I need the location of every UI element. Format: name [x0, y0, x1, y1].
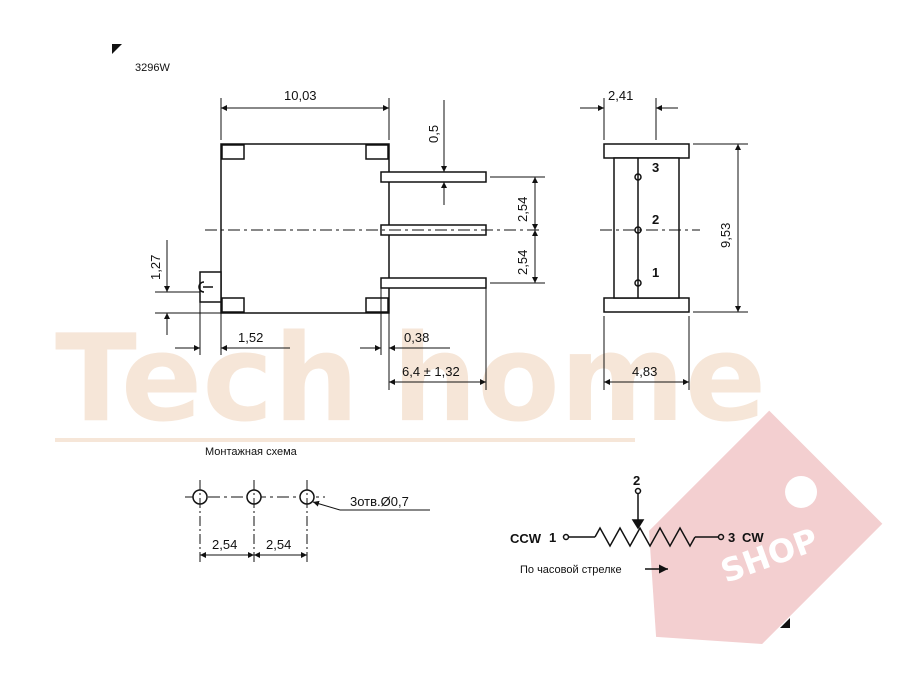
mount-title: Монтажная схема [205, 446, 298, 458]
dim-slot-height: 1,27 [148, 255, 163, 280]
dim-pitch-top: 2,54 [515, 197, 530, 222]
side-pin-1: 1 [652, 265, 659, 280]
corner-mark-icon [112, 44, 122, 54]
schematic-pin-1: 1 [549, 530, 556, 545]
label-ccw: CCW [510, 531, 542, 546]
shop-tag-icon [649, 410, 883, 644]
potentiometer-schematic [562, 487, 725, 574]
dim-pin-length: 6,4 ± 1,32 [402, 364, 460, 379]
schematic-pin-3: 3 [728, 530, 735, 545]
front-view [198, 143, 540, 314]
dim-height: 9,53 [718, 223, 733, 248]
dim-gap: 0,38 [404, 330, 429, 345]
side-pin-3: 3 [652, 160, 659, 175]
dim-width: 10,03 [284, 88, 317, 103]
mount-diagram [185, 480, 430, 565]
dim-pin-width: 0,5 [426, 125, 441, 143]
side-pin-2: 2 [652, 212, 659, 227]
side-view [600, 143, 700, 313]
watermark: Tech home SHOP [55, 310, 883, 644]
label-cw: CW [742, 530, 764, 545]
dim-pitch-bottom: 2,54 [515, 250, 530, 275]
corner-mark-bottom-icon [780, 618, 790, 628]
watermark-brand-right: home [392, 310, 766, 449]
side-dimensions [580, 98, 748, 390]
watermark-brand-left: Tech [55, 310, 359, 449]
model-label: 3296W [135, 62, 170, 74]
dim-side-top: 2,41 [608, 88, 633, 103]
dim-side-bottom: 4,83 [632, 364, 657, 379]
dim-offset-bottom: 1,52 [238, 330, 263, 345]
mount-holes-label: 3отв.Ø0,7 [350, 494, 409, 509]
front-dimensions [155, 98, 545, 390]
schematic-pin-2: 2 [633, 473, 640, 488]
mount-pitch-a: 2,54 [212, 537, 237, 552]
clockwise-label: По часовой стрелке [520, 564, 622, 576]
mount-pitch-b: 2,54 [266, 537, 291, 552]
